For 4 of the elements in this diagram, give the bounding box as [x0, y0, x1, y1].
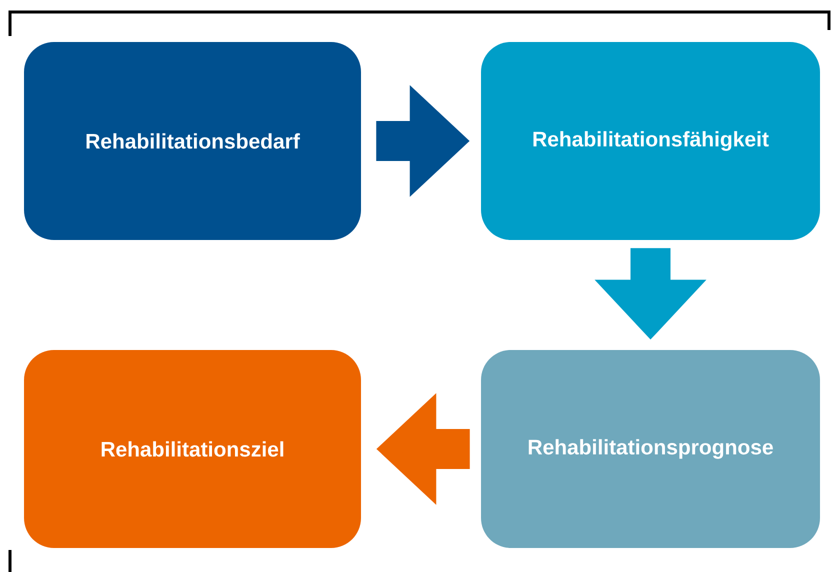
process-box: Rehabilitationsbedarf	[24, 42, 361, 240]
process-box: Rehabilitationsfähigkeit	[481, 42, 820, 240]
process-box: Rehabilitationsprognose	[481, 350, 820, 548]
process-box: Rehabilitationsziel	[24, 350, 361, 548]
